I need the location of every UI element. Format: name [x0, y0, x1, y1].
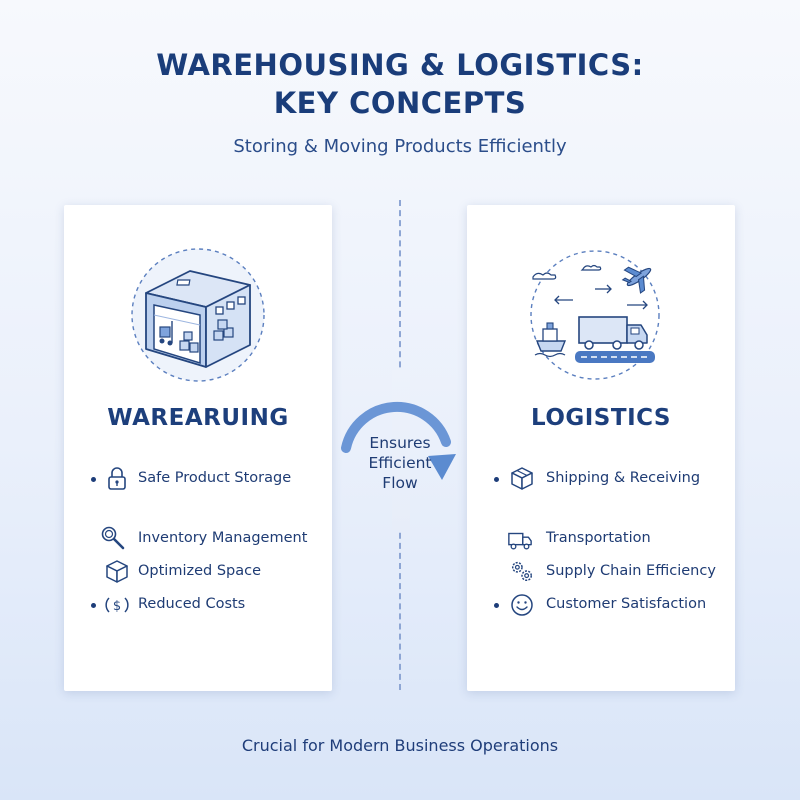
page-subtitle: Storing & Moving Products Efficiently — [233, 136, 567, 157]
flow-line-2: Efficient — [368, 454, 432, 472]
title-line-1: WAREHOUSING & LOGISTICS: — [156, 48, 644, 82]
lock-icon — [108, 467, 126, 490]
page-title: WAREHOUSING & LOGISTICS: KEY CONCEPTS — [0, 46, 800, 122]
truck-icon — [508, 532, 532, 550]
item-inventory-management: Inventory Management — [138, 530, 308, 546]
item-shipping-receiving: Shipping & Receiving — [546, 470, 701, 486]
bullet-dot — [494, 477, 499, 482]
flow-label: Ensures Efficient Flow — [345, 433, 455, 493]
box-icon — [106, 560, 128, 583]
footer-caption: Crucial for Modern Business Operations — [241, 736, 559, 755]
logistics-title: LOGISTICS — [530, 405, 671, 431]
bullet-dot — [91, 603, 96, 608]
smiley-icon — [511, 594, 533, 616]
item-supply-chain-efficiency: Supply Chain Efficiency — [546, 563, 716, 579]
transport-network-icon — [530, 250, 660, 380]
package-icon — [511, 467, 533, 490]
warehousing-title: WAREARUING — [107, 405, 289, 431]
warehousing-card: WAREARUING Safe Product Storage Inventor… — [64, 205, 332, 691]
logistics-card: LOGISTICS Shipping & Receiving Transport… — [467, 205, 735, 691]
dollar-icon: $ — [105, 597, 129, 614]
warehouse-icon — [131, 248, 265, 382]
magnifier-icon — [101, 526, 125, 550]
flow-arrow-icon — [341, 401, 456, 480]
svg-text:$: $ — [113, 599, 121, 614]
item-reduced-costs: Reduced Costs — [138, 596, 246, 612]
item-customer-satisfaction: Customer Satisfaction — [546, 596, 707, 612]
item-optimized-space: Optimized Space — [138, 563, 262, 579]
flow-line-3: Flow — [382, 474, 418, 492]
item-transportation: Transportation — [546, 530, 651, 546]
bullet-dot — [494, 603, 499, 608]
flow-line-1: Ensures — [369, 434, 431, 452]
gears-icon — [511, 561, 533, 582]
title-line-2: KEY CONCEPTS — [273, 86, 527, 120]
bullet-dot — [91, 477, 96, 482]
item-safe-product-storage: Safe Product Storage — [138, 470, 292, 486]
